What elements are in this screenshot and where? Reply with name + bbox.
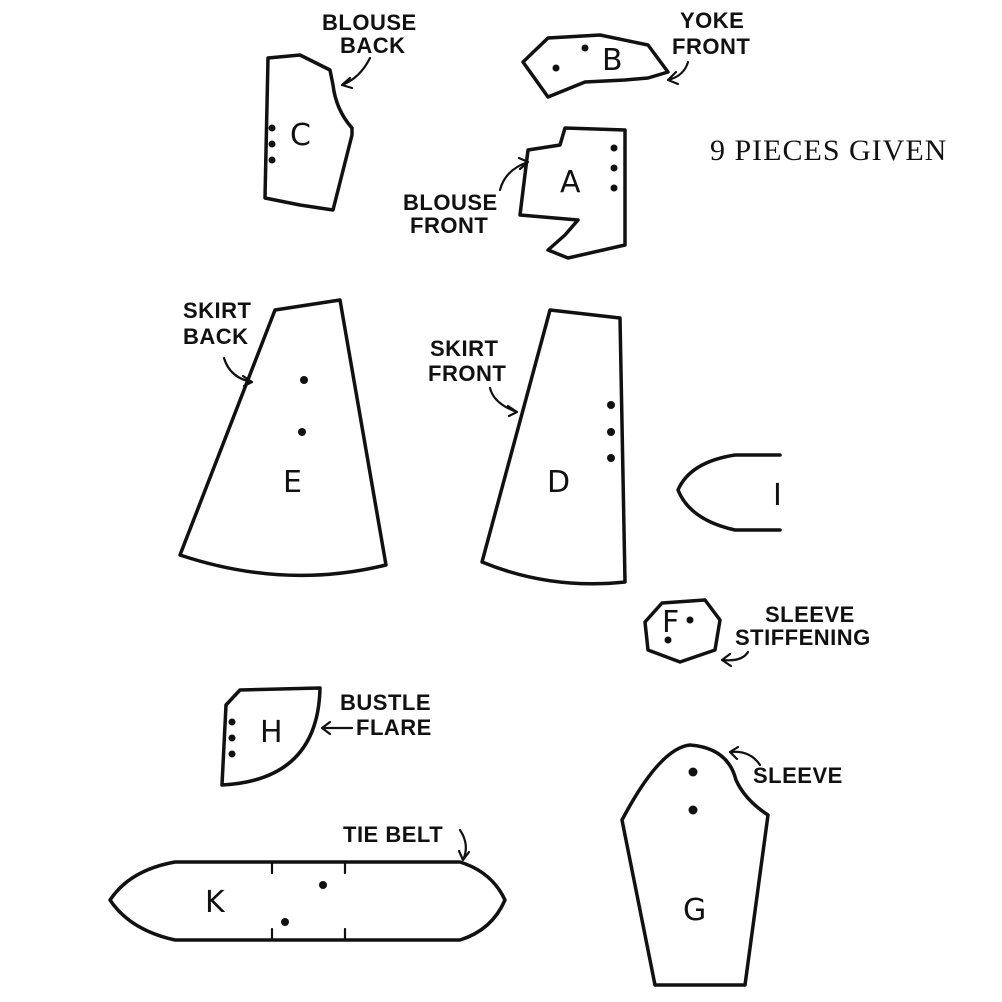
notch-dot xyxy=(268,124,276,132)
piece-g-arrow xyxy=(728,745,762,767)
piece-f-label-line2: STIFFENING xyxy=(735,625,871,650)
piece-h-letter: H xyxy=(260,715,283,750)
notch-dot xyxy=(688,805,698,815)
notch-dot xyxy=(228,750,236,758)
piece-g-label: SLEEVE xyxy=(753,763,843,788)
notch-dot xyxy=(298,428,306,436)
piece-a-outline xyxy=(518,126,627,260)
piece-e-letter: E xyxy=(283,465,302,500)
piece-g-outline xyxy=(620,743,770,987)
piece-g-letter: G xyxy=(683,893,706,928)
piece-a-letter: A xyxy=(560,165,581,200)
piece-f-label-line1: SLEEVE xyxy=(765,602,855,627)
piece-k-tie-belt: K TIE BELT xyxy=(108,822,507,942)
piece-e-label-line2: BACK xyxy=(183,324,249,349)
notch-dot xyxy=(268,140,276,148)
notch-dot xyxy=(607,454,615,462)
piece-b-letter: B xyxy=(602,43,623,78)
piece-e-arrow xyxy=(222,356,254,388)
piece-b-label-line1: YOKE xyxy=(680,8,744,33)
piece-h-bustle-flare: H BUSTLE FLARE xyxy=(220,686,432,787)
piece-h-label-line2: FLARE xyxy=(356,715,432,740)
piece-b-label-line2: FRONT xyxy=(672,34,750,59)
piece-k-label: TIE BELT xyxy=(343,822,443,847)
piece-f-sleeve-stiffening: F SLEEVE STIFFENING xyxy=(643,598,871,668)
piece-g-sleeve: G SLEEVE xyxy=(620,743,843,987)
piece-a-label-line1: BLOUSE xyxy=(403,190,498,215)
piece-b-yoke-front: B YOKE FRONT xyxy=(521,8,750,99)
notch-dot xyxy=(300,376,308,384)
piece-k-letter: K xyxy=(205,885,226,920)
piece-e-label-line1: SKIRT xyxy=(183,298,252,323)
piece-a-blouse-front: A BLOUSE FRONT xyxy=(403,126,627,260)
notch-dot xyxy=(610,144,618,152)
notch-dot xyxy=(268,156,276,164)
piece-k-outline xyxy=(108,860,507,942)
piece-c-label-line1: BLOUSE xyxy=(322,10,417,35)
piece-e-outline xyxy=(178,298,388,578)
piece-d-skirt-front: D SKIRT FRONT xyxy=(428,308,627,586)
piece-e-skirt-back: E SKIRT BACK xyxy=(178,298,388,578)
piece-c-arrow xyxy=(340,56,372,90)
piece-f-arrow xyxy=(720,650,750,668)
notch-dot xyxy=(610,164,618,172)
piece-d-label-line1: SKIRT xyxy=(430,336,499,361)
piece-b-arrow xyxy=(666,60,690,86)
notch-dot xyxy=(552,64,560,72)
piece-i: I xyxy=(676,453,782,532)
piece-d-arrow xyxy=(488,386,519,418)
piece-c-label-line2: BACK xyxy=(340,33,406,58)
notch-dot xyxy=(581,44,589,52)
notch-dot xyxy=(607,428,615,436)
piece-a-label-line2: FRONT xyxy=(410,213,488,238)
piece-h-label-line1: BUSTLE xyxy=(340,690,431,715)
notch-dot xyxy=(688,767,698,777)
notch-dot xyxy=(319,881,327,889)
piece-i-letter: I xyxy=(773,478,782,513)
piece-h-arrow xyxy=(320,720,354,736)
notch-dot xyxy=(228,734,236,742)
piece-h-outline xyxy=(220,686,322,787)
piece-f-outline xyxy=(643,598,722,664)
piece-i-outline xyxy=(676,453,782,532)
piece-k-arrow xyxy=(457,828,471,862)
piece-c-letter: C xyxy=(290,118,311,153)
piece-c-blouse-back: C BLOUSE BACK xyxy=(263,10,417,212)
piece-f-letter: F xyxy=(662,605,679,640)
notch-dot xyxy=(281,918,289,926)
piece-b-outline xyxy=(521,33,670,99)
piece-d-label-line2: FRONT xyxy=(428,361,506,386)
pieces-given-heading: 9 PIECES GIVEN xyxy=(710,134,947,167)
piece-a-arrow xyxy=(498,156,530,192)
notch-dot xyxy=(228,718,236,726)
notch-dot xyxy=(610,184,618,192)
notch-dot xyxy=(607,401,615,409)
piece-d-letter: D xyxy=(547,465,570,500)
piece-d-outline xyxy=(480,308,627,586)
notch-dot xyxy=(664,636,672,644)
notch-dot xyxy=(686,616,694,624)
piece-c-outline xyxy=(263,53,354,212)
